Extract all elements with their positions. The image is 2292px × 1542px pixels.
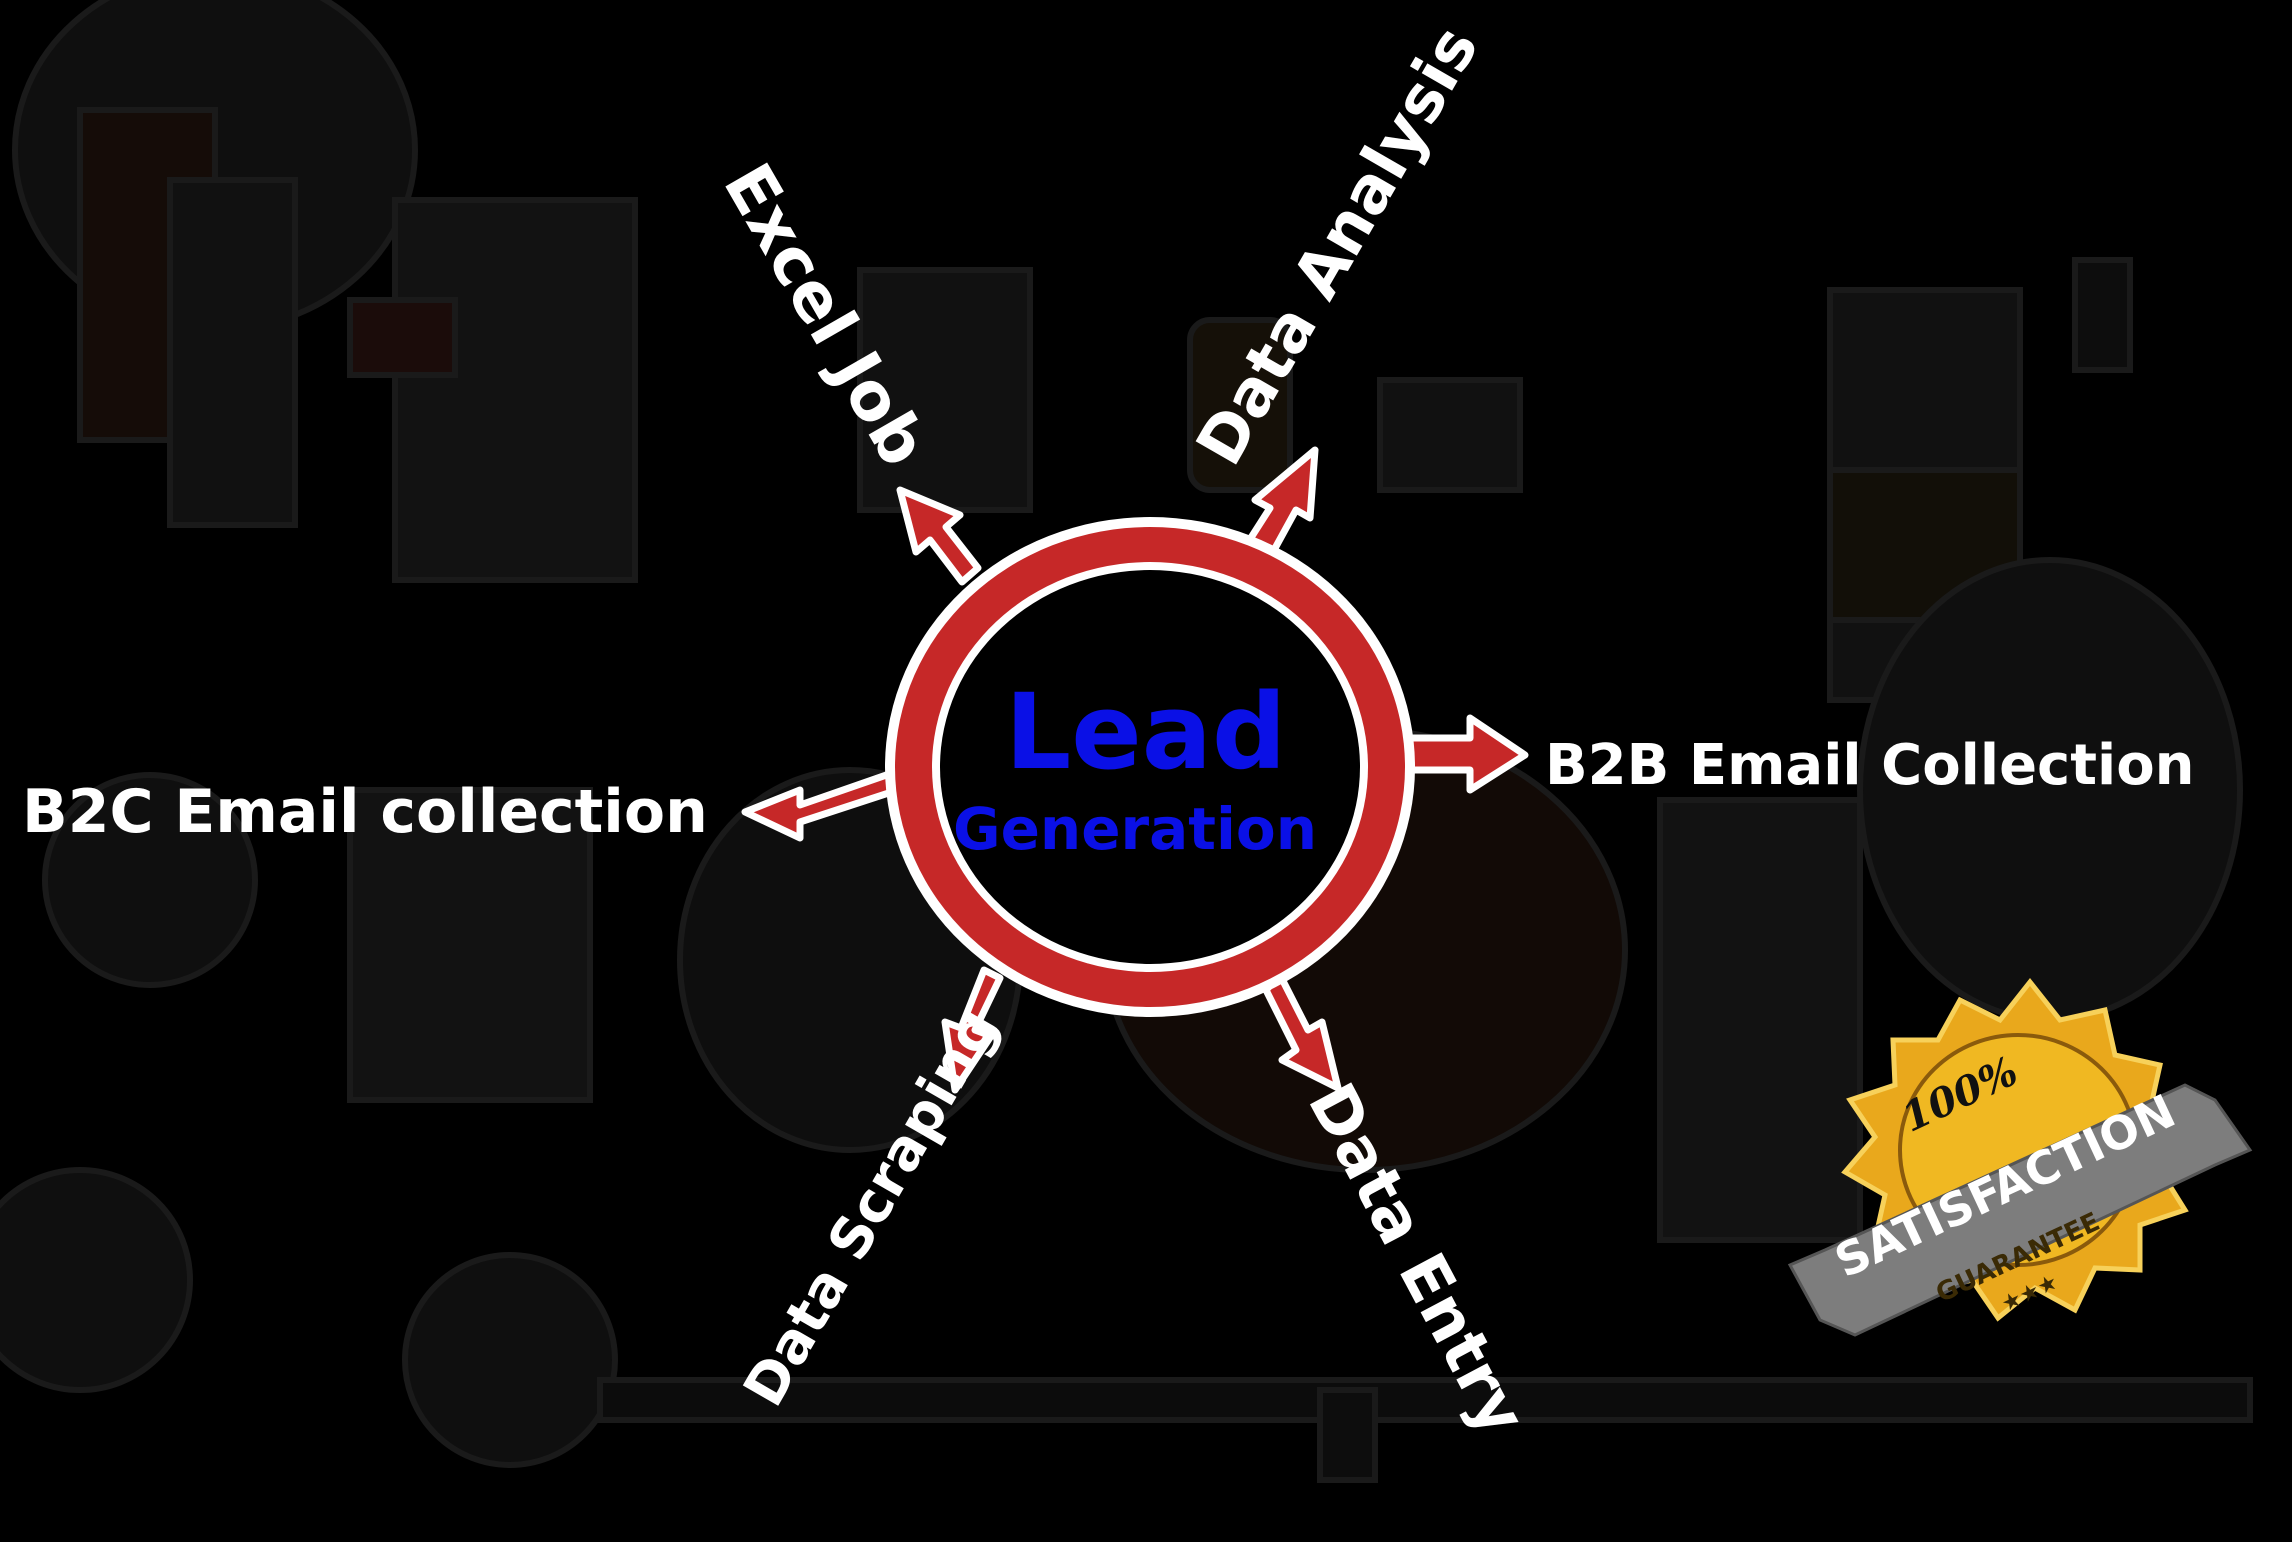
service-label-b2c: B2C Email collection	[22, 777, 708, 847]
background-shapes	[0, 0, 2253, 1483]
badge-ribbon	[1787, 1083, 2253, 1337]
service-label-b2b: B2B Email Collection	[1545, 733, 2195, 798]
center-title: Lead	[1005, 671, 1287, 793]
satisfaction-badge	[1787, 977, 2253, 1337]
arrow-lower-right	[1262, 971, 1342, 1092]
center-subtitle: Generation	[952, 795, 1318, 863]
center-ring	[885, 517, 1415, 1017]
arrow-lower-left	[941, 966, 1004, 1094]
arrow-left	[741, 768, 902, 842]
arrow-right	[1404, 714, 1529, 794]
arrow-upper-left	[896, 486, 982, 586]
